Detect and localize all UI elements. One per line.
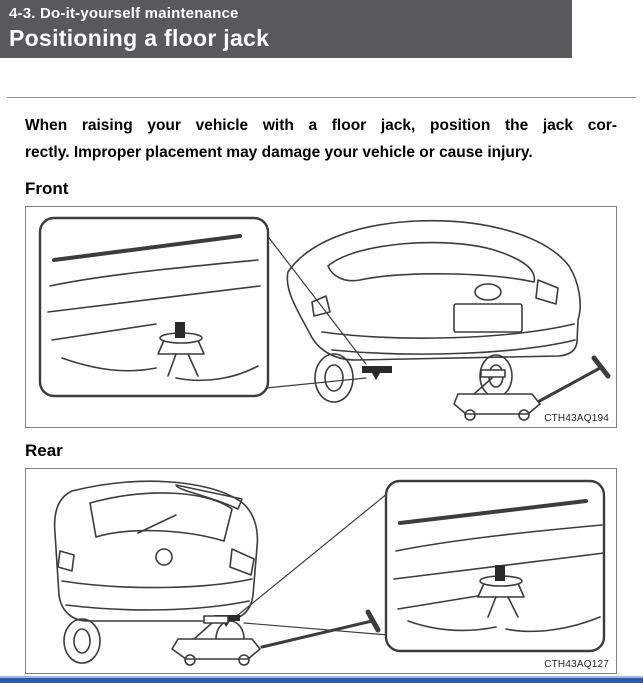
rear-car-drawing (53, 480, 259, 664)
footer-rule (0, 676, 643, 683)
front-jack-illustration (38, 216, 611, 421)
intro-paragraph: When raising your vehicle with a floor j… (25, 112, 617, 166)
rear-floor-jack-drawing (171, 609, 381, 666)
front-inset-callout (38, 216, 270, 398)
front-figure-code: CTH43AQ194 (544, 413, 609, 424)
content-box: When raising your vehicle with a floor j… (7, 97, 636, 674)
rear-figure-code: CTH43AQ127 (544, 659, 609, 670)
intro-line-1: When raising your vehicle with a floor j… (25, 117, 617, 134)
rear-section-label: Rear (25, 441, 63, 460)
front-figure: CTH43AQ194 (25, 206, 617, 428)
front-section-label: Front (25, 179, 69, 198)
section-header-bar: 4-3. Do-it-yourself maintenance Position… (0, 0, 572, 58)
intro-line-2: rectly. Improper placement may damage yo… (25, 144, 533, 161)
rear-figure: CTH43AQ127 (25, 468, 617, 674)
front-floor-jack-drawing (453, 355, 611, 421)
front-jack-point-marker (362, 366, 392, 380)
rear-jack-illustration (53, 479, 606, 666)
page-title: Positioning a floor jack (9, 25, 270, 51)
front-car-drawing (286, 219, 581, 403)
rear-inset-callout (384, 479, 606, 653)
breadcrumb: 4-3. Do-it-yourself maintenance (9, 5, 239, 22)
